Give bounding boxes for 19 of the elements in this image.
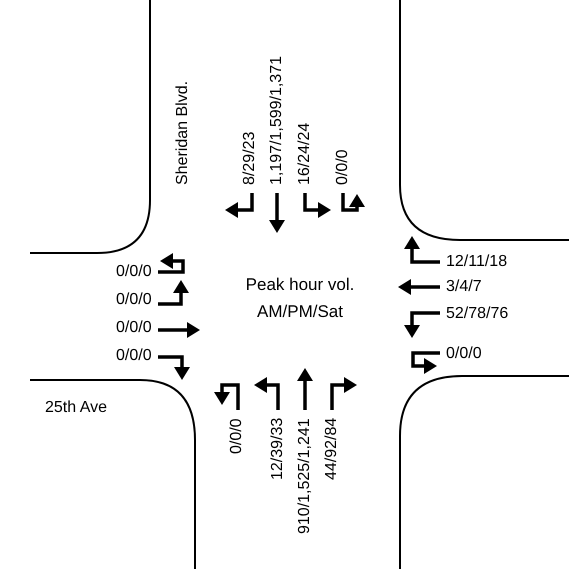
traffic-volume: 0/0/0	[116, 318, 152, 338]
traffic-volume: 16/24/24	[295, 122, 314, 185]
traffic-volume: 0/0/0	[333, 149, 352, 185]
traffic-volume: 1,197/1,599/1,371	[267, 56, 286, 185]
traffic-volume: 0/0/0	[446, 344, 482, 364]
street-name: Sheridan Blvd.	[173, 80, 192, 185]
traffic-volume: 12/39/33	[268, 418, 287, 480]
street-name: 25th Ave	[45, 398, 107, 418]
traffic-volume: 0/0/0	[116, 290, 152, 310]
traffic-volume: 3/4/7	[446, 277, 482, 297]
volume-legend-note: Peak hour vol. AM/PM/Sat	[244, 274, 356, 323]
traffic-volume: 910/1,525/1,241	[295, 418, 314, 534]
traffic-volume: 0/0/0	[227, 418, 246, 454]
traffic-volume: 0/0/0	[116, 262, 152, 282]
traffic-volume: 44/92/84	[322, 418, 341, 480]
traffic-volume: 52/78/76	[446, 304, 508, 324]
traffic-volume: 0/0/0	[116, 346, 152, 366]
traffic-volume: 12/11/18	[446, 252, 508, 272]
traffic-volume: 8/29/23	[240, 132, 259, 185]
